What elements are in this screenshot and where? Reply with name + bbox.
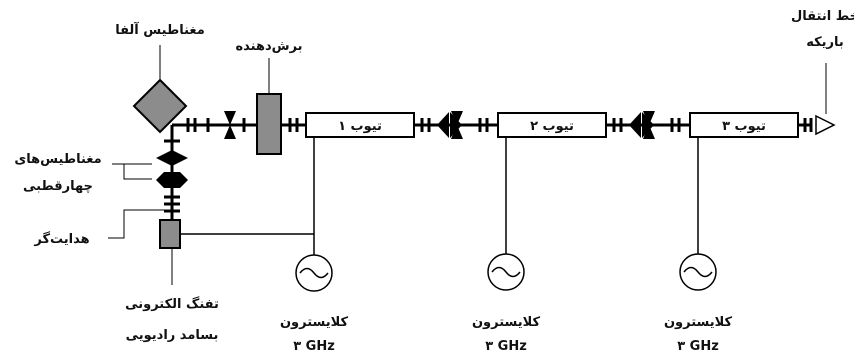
gun-label-line1: تفنگ الکترونی xyxy=(125,296,219,312)
klystron-2-freq: ۳ GHz xyxy=(485,339,527,354)
beam-tick-marks xyxy=(186,118,813,132)
klystron-2-label: کلایسترون xyxy=(472,315,541,330)
klystron-1-label: کلایسترون xyxy=(280,315,349,330)
tube-1 xyxy=(305,112,415,138)
alpha-magnet-label: مغناطیس آلفا xyxy=(115,21,205,38)
quadrupoles-horizontal xyxy=(224,111,655,139)
klystron-1-freq: ۳ GHz xyxy=(293,339,335,354)
tube-3-label: تیوب ۳ xyxy=(722,119,766,134)
leader-lines xyxy=(108,45,827,285)
tube-3 xyxy=(689,112,799,138)
klystron-3-label: کلایسترون xyxy=(664,315,733,330)
steerer-label: هدایت‌گر xyxy=(33,231,89,247)
klystron-3 xyxy=(679,253,717,291)
tube-1-label: تیوب ۱ xyxy=(338,119,382,134)
beamline-label-line1: خط انتقال xyxy=(791,9,854,24)
vertical-tick-marks xyxy=(164,139,180,213)
klystron-1 xyxy=(295,254,333,292)
quadrupoles-vertical xyxy=(156,150,188,188)
klystron-2 xyxy=(487,253,525,291)
quadrupole-label-line2: چهارقطبی xyxy=(23,179,93,194)
alpha-magnet xyxy=(132,78,188,134)
beamline-label-line2: باریکه xyxy=(806,35,844,50)
quadrupole-label-line1: مغناطیس‌های xyxy=(14,152,101,167)
klystron-3-freq: ۳ GHz xyxy=(677,339,719,354)
chopper-label: برش‌دهنده xyxy=(235,39,302,54)
beam-output-arrow xyxy=(815,114,836,136)
rf-electron-gun xyxy=(159,219,181,249)
tube-2 xyxy=(497,112,607,138)
chopper xyxy=(256,93,282,155)
gun-label-line2: بسامد رادیویی xyxy=(126,328,219,343)
tube-2-label: تیوب ۲ xyxy=(530,119,574,134)
